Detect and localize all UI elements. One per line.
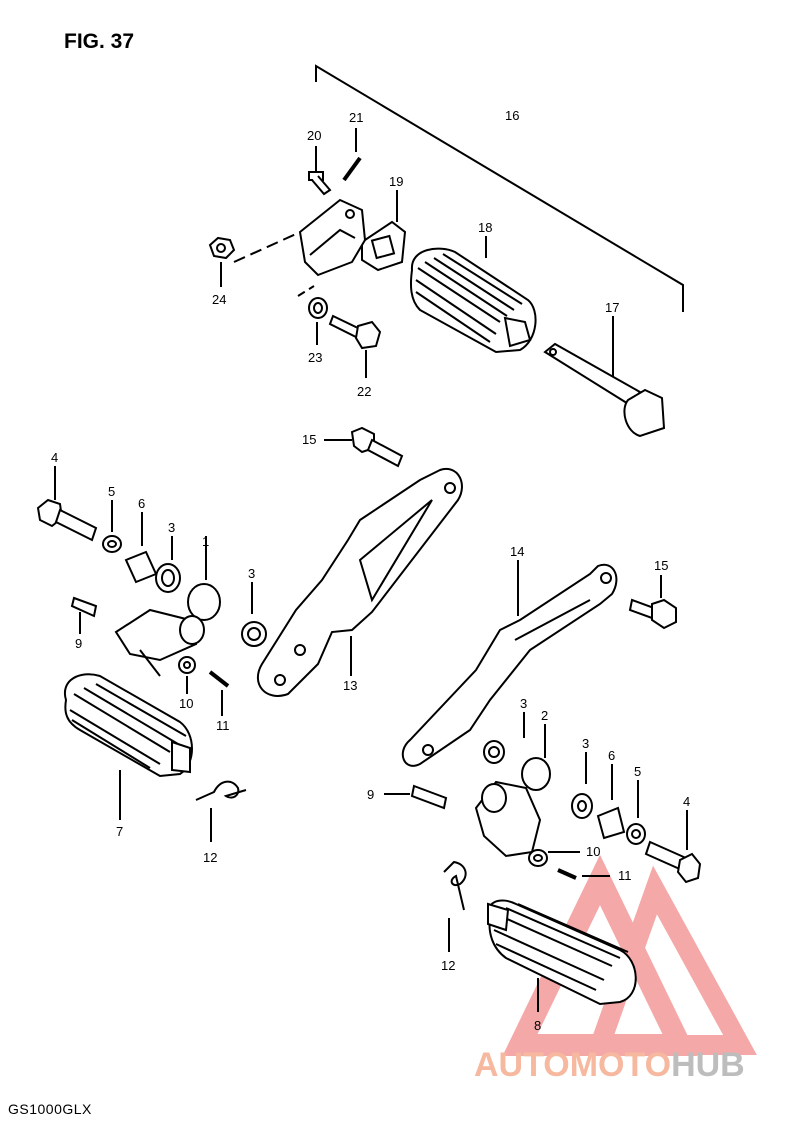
callout-11-right: 11 — [618, 868, 632, 883]
footrest-arm-1 — [114, 536, 221, 677]
bolt-4-right — [644, 810, 702, 884]
cotter-pin-11-left — [208, 670, 230, 716]
bolt-22 — [328, 314, 382, 378]
footrest-rubber-18 — [410, 236, 537, 354]
callout-21: 21 — [349, 110, 363, 125]
bushing-3-right-b — [571, 752, 593, 819]
model-code: GS1000GLX — [8, 1101, 92, 1117]
pin-9-left — [70, 596, 98, 634]
bolt-20 — [308, 146, 332, 196]
callout-16: 16 — [505, 108, 519, 123]
callout-9-left: 9 — [75, 636, 82, 651]
washer-23 — [308, 297, 328, 345]
callout-23: 23 — [308, 350, 322, 365]
group-bracket-16 — [315, 64, 684, 312]
watermark-text: AUTOMOTOHUB — [474, 1046, 745, 1085]
callout-10-left: 10 — [179, 696, 193, 711]
plate-19 — [361, 190, 407, 272]
callout-15-right: 15 — [654, 558, 668, 573]
watermark-text-part2: HUB — [671, 1046, 745, 1084]
callout-3-left-b: 3 — [248, 566, 255, 581]
footrest-bracket-13 — [256, 467, 463, 697]
callout-4-right: 4 — [683, 794, 690, 809]
footrest-rubber-7 — [63, 673, 193, 820]
watermark-text-part1: AUTOMOTO — [474, 1046, 672, 1084]
footrest-rubber-8 — [487, 899, 637, 1012]
callout-24: 24 — [212, 292, 226, 307]
callout-13: 13 — [343, 678, 357, 693]
washer-10-left — [178, 656, 196, 694]
bushing-3-right-a — [483, 712, 525, 764]
bolt-15-upper — [324, 426, 404, 468]
figure-title: FIG. 37 — [64, 30, 135, 53]
nut-24 — [208, 236, 236, 287]
callout-7: 7 — [116, 824, 123, 839]
footrest-bracket-top — [233, 198, 367, 297]
collar-6-left — [124, 512, 158, 584]
callout-15-upper: 15 — [302, 432, 316, 447]
callout-6-left: 6 — [138, 496, 145, 511]
washer-5-right — [626, 780, 646, 845]
collar-6-right — [596, 764, 626, 840]
callout-22: 22 — [357, 384, 371, 399]
callout-12-left: 12 — [203, 850, 217, 865]
callout-14: 14 — [510, 544, 524, 559]
cotter-pin-11-right — [557, 868, 610, 880]
callout-12-right: 12 — [441, 958, 455, 973]
callout-3-right-b: 3 — [582, 736, 589, 751]
callout-3-right-a: 3 — [520, 696, 527, 711]
spring-12-right — [443, 860, 467, 952]
spring-12-left — [195, 780, 247, 842]
callout-10-right: 10 — [586, 844, 600, 859]
callout-2: 2 — [541, 708, 548, 723]
footrest-bracket-14 — [401, 560, 618, 767]
bolt-15-right — [628, 575, 677, 630]
callout-6-right: 6 — [608, 748, 615, 763]
footrest-pin-17 — [543, 316, 666, 438]
callout-3-left-a: 3 — [168, 520, 175, 535]
callout-20: 20 — [307, 128, 321, 143]
pin-9-right — [384, 784, 448, 810]
bolt-4-left — [36, 466, 98, 542]
callout-18: 18 — [478, 220, 492, 235]
callout-8: 8 — [534, 1018, 541, 1033]
callout-labels: 1 2 3 3 3 3 4 4 5 5 6 6 7 8 9 9 10 10 11… — [51, 108, 690, 1033]
washer-5-left — [102, 500, 122, 553]
callout-19: 19 — [389, 174, 403, 189]
callout-17: 17 — [605, 300, 619, 315]
washer-10-right — [528, 849, 580, 867]
footrest-arm-2 — [474, 724, 551, 858]
bushing-3-left-a — [155, 536, 181, 593]
pin-21 — [342, 128, 362, 182]
bushing-3-left-b — [241, 582, 267, 647]
callout-5-right: 5 — [634, 764, 641, 779]
callout-11-left: 11 — [216, 718, 230, 733]
callout-4-left: 4 — [51, 450, 58, 465]
callout-5-left: 5 — [108, 484, 115, 499]
callout-9-right: 9 — [367, 787, 374, 802]
callout-1: 1 — [202, 534, 209, 549]
